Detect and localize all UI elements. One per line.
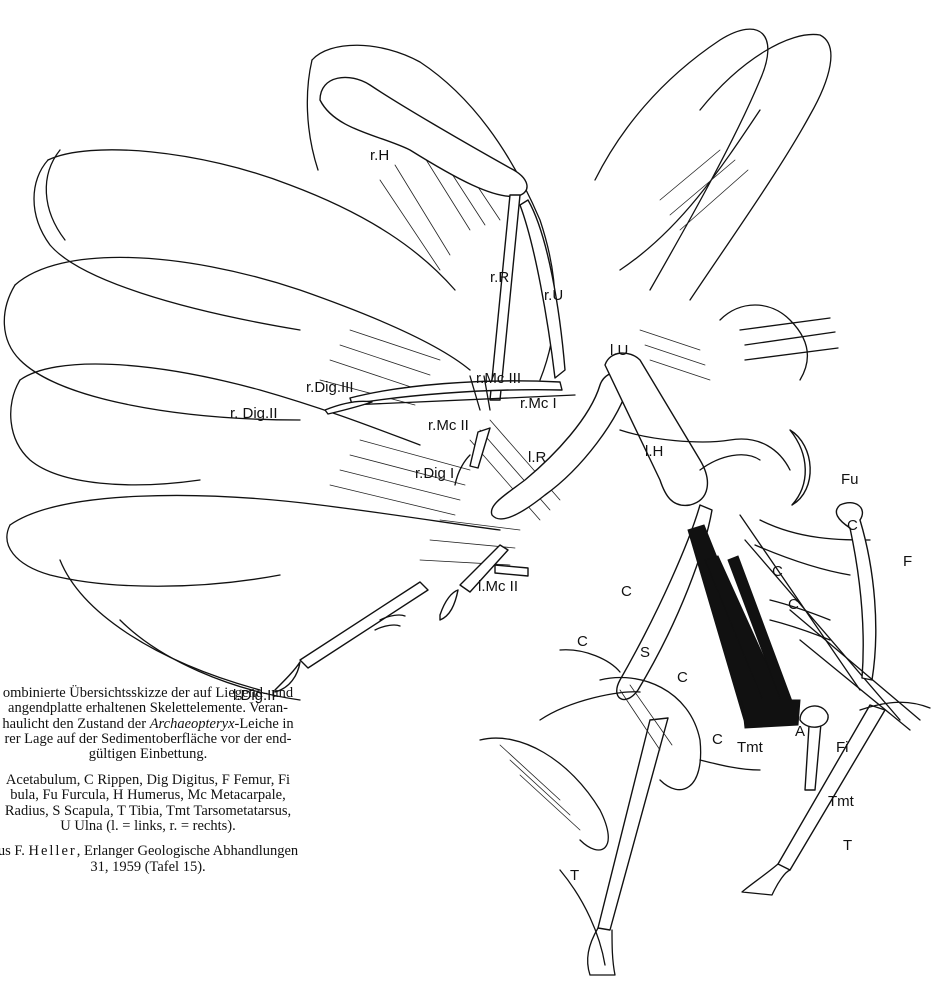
- caption-line: Radius, S Scapula, T Tibia, Tmt Tarsomet…: [5, 803, 291, 819]
- figure-caption: ombinierte Übersichtsskizze der auf Lieg…: [0, 686, 324, 885]
- right-humerus: [320, 77, 527, 196]
- label-right-digit-iii: r.Dig.III: [306, 379, 354, 396]
- furcula: [790, 430, 810, 505]
- label-right-metacarpal-i: r.Mc I: [520, 395, 557, 412]
- right-digit-claw: [325, 401, 372, 414]
- caption-line: bula, Fu Furcula, H Humerus, Mc Metacarp…: [10, 787, 285, 803]
- label-scapula: S: [640, 644, 650, 661]
- caption-line: -Leiche in: [235, 716, 294, 732]
- caption-line: rer Lage auf der Sedimentoberfläche vor …: [4, 731, 291, 747]
- caption-source: us F. Heller, Erlanger Geologische Abhan…: [0, 844, 324, 875]
- caption-line: 31, 1959 (Tafel 15).: [90, 859, 205, 875]
- caption-line: , Erlanger Geologische Abhandlungen: [77, 843, 298, 859]
- label-tibia-1: T: [843, 837, 852, 854]
- caption-line: Acetabulum, C Rippen, Dig Digitus, F Fem…: [6, 772, 290, 788]
- caption-line: angendplatte erhaltenen Skelettelemente.…: [8, 700, 288, 716]
- label-ribs-4: C: [621, 583, 632, 600]
- label-tarsometatarsus-1: Tmt: [737, 739, 764, 756]
- black-leg-bones: [688, 525, 800, 728]
- label-ribs-1: C: [847, 517, 858, 534]
- label-left-humerus: l.H: [645, 443, 663, 460]
- caption-italic-term: Archaeopteryx: [150, 716, 235, 732]
- label-right-radius: r.R: [490, 269, 509, 286]
- label-fibula: Fi: [836, 739, 849, 756]
- caption-author: Heller: [28, 843, 76, 859]
- caption-line: haulicht den Zustand der: [2, 716, 149, 732]
- caption-line: ombinierte Übersichtsskizze der auf Lieg…: [3, 685, 293, 701]
- caption-line: U Ulna (l. = links, r. = rechts).: [60, 818, 235, 834]
- left-humerus: [605, 353, 707, 505]
- label-furcula: Fu: [841, 471, 859, 488]
- caption-line: gültigen Einbettung.: [89, 746, 207, 762]
- label-ribs-3: C: [788, 596, 799, 613]
- label-tibia-2: T: [570, 867, 579, 884]
- label-right-ulna: r.U: [544, 287, 563, 304]
- label-left-radius: l.R: [528, 449, 547, 466]
- label-ribs-5: C: [577, 633, 588, 650]
- label-tarsometatarsus-2: Tmt: [828, 793, 855, 810]
- label-ribs-7: C: [712, 731, 723, 748]
- label-right-digit-i: r.Dig I: [415, 465, 454, 482]
- label-left-metacarpal-ii: l.Mc II: [478, 578, 518, 595]
- label-ribs-6: C: [677, 669, 688, 686]
- caption-description: ombinierte Übersichtsskizze der auf Lieg…: [0, 686, 324, 763]
- label-right-humerus: r.H: [370, 147, 389, 164]
- left-tibia: [598, 718, 668, 930]
- caption-line: us F.: [0, 843, 28, 859]
- label-left-ulna: l.U: [610, 342, 628, 359]
- left-digit: [300, 582, 428, 668]
- label-right-metacarpal-iii: r.Mc III: [476, 370, 521, 387]
- label-femur: F: [903, 553, 912, 570]
- caption-legend: Acetabulum, C Rippen, Dig Digitus, F Fem…: [0, 773, 324, 834]
- label-right-digit-ii: r. Dig.II: [230, 405, 278, 422]
- label-ribs-2: C: [772, 563, 783, 580]
- label-right-metacarpal-ii: r.Mc II: [428, 417, 469, 434]
- label-acetabulum: A: [795, 723, 805, 740]
